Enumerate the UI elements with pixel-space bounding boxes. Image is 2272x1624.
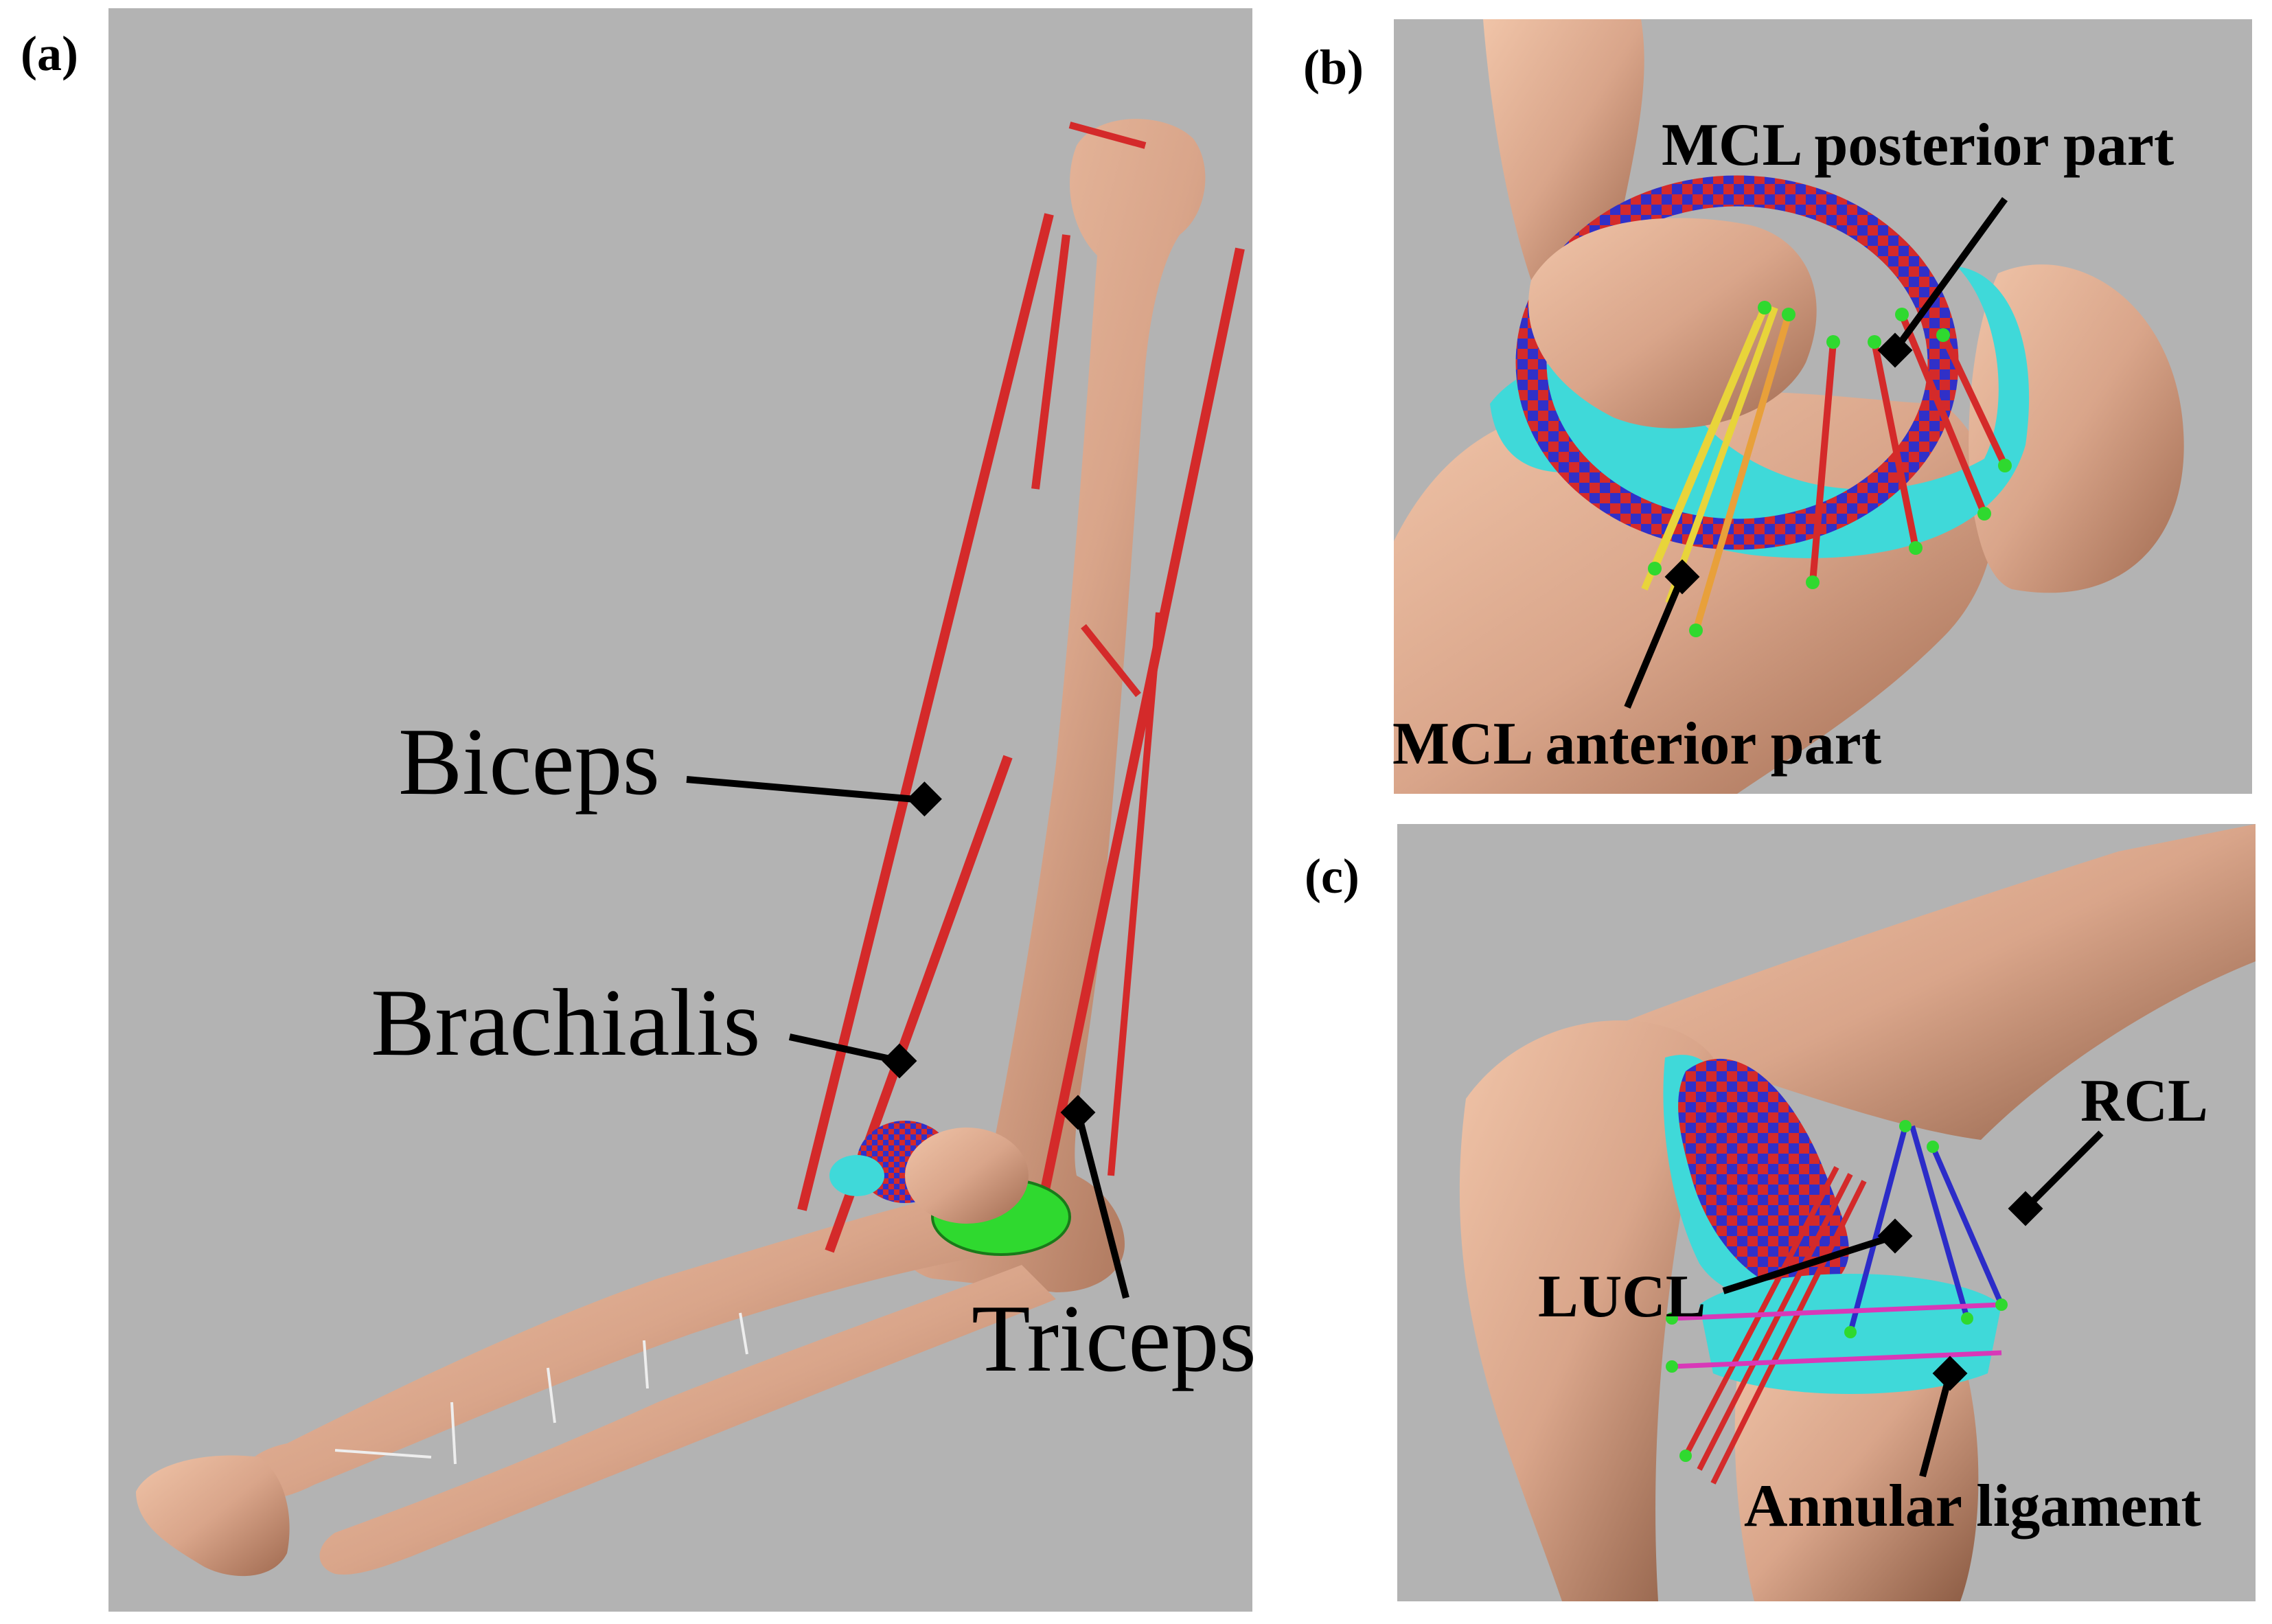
biceps-label: Biceps	[398, 709, 661, 815]
arm-model-illustration	[136, 119, 1245, 1577]
mcl-illustration	[1394, 19, 2184, 794]
panel-b-letter: (b)	[1303, 40, 1364, 95]
humerus-bone	[899, 119, 1206, 1292]
mcl-posterior-label: MCL posterior part	[1662, 112, 2175, 179]
rcl-label: RCL	[2080, 1068, 2208, 1134]
panel-c-letter: (c)	[1305, 849, 1359, 904]
trochlea-checker-ring	[1515, 175, 1959, 550]
biceps-muscle-2	[1031, 234, 1070, 490]
ulna-olecranon	[1459, 1020, 1713, 1601]
brachialis-label: Brachialis	[371, 970, 761, 1076]
lucl-label: LUCL	[1538, 1263, 1706, 1330]
humerus-condyle	[905, 1128, 1029, 1224]
mcl-anterior-fibers	[1641, 306, 1792, 632]
ulna-bone	[241, 1189, 974, 1499]
lateral-ligament-illustration	[1459, 824, 2256, 1601]
annular-ligament-label: Annular ligament	[1744, 1473, 2201, 1540]
mcl-anterior-label: MCL anterior part	[1392, 711, 1882, 777]
triceps-muscle-2	[1108, 612, 1162, 1176]
lucl-fibers	[1683, 1166, 1867, 1485]
humerus-upper	[1603, 824, 2256, 1140]
radius-bone	[319, 1265, 1056, 1575]
panel-a-arm-model	[108, 8, 1252, 1612]
hand-end	[136, 1455, 290, 1577]
annular-fibers	[1671, 1302, 2002, 1369]
humerus-distal	[1528, 218, 1817, 428]
triceps-muscle	[1037, 247, 1245, 1204]
panel-a-letter: (a)	[21, 26, 78, 81]
ligament-markers-c	[1666, 1120, 2008, 1462]
head-muscle	[1068, 122, 1147, 149]
cartilage-cyan	[1490, 266, 2030, 558]
triceps-label: Triceps	[972, 1285, 1257, 1392]
panel-b-mcl-view	[1394, 19, 2252, 794]
panel-c-lateral-view	[1397, 824, 2256, 1601]
elbow-cyan-region	[829, 1155, 884, 1196]
interosseous-links	[334, 1312, 748, 1465]
triceps-muscle-3	[1081, 624, 1141, 698]
